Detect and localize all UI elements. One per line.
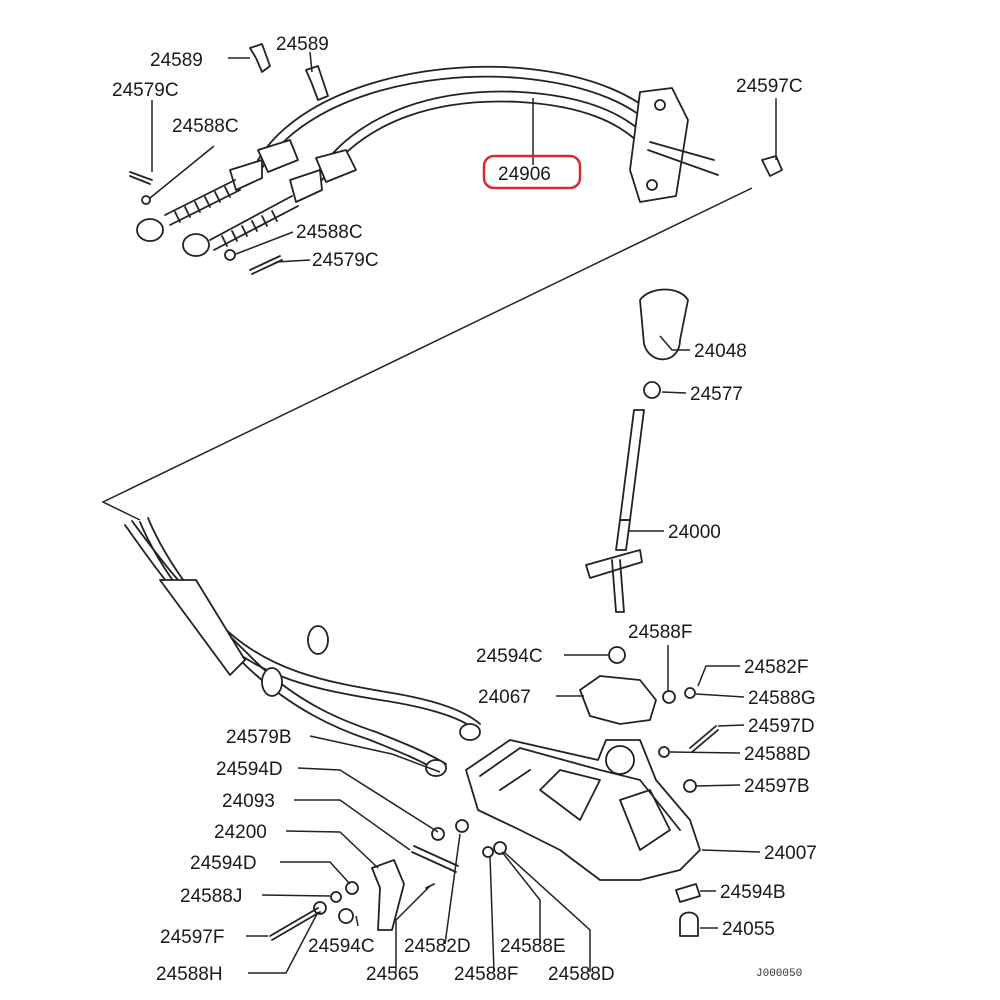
label-24594d-bot: 24594D (190, 853, 257, 874)
label-24055: 24055 (722, 919, 775, 940)
label-24597d: 24597D (748, 716, 815, 737)
bolt-24597d (689, 725, 719, 753)
label-24007: 24007 (764, 843, 817, 864)
washer-24588d-right (658, 746, 670, 758)
label-24579b: 24579B (226, 727, 292, 748)
part-labels: 24589 24589 24579C 24588C 24597C 24906 2… (112, 34, 817, 985)
washer-24588c-mid (224, 249, 236, 261)
lever-24200 (371, 859, 405, 931)
label-24597c-top: 24597C (736, 76, 803, 97)
label-24588f-top: 24588F (628, 622, 692, 643)
leader-lines (149, 51, 777, 974)
label-24582d: 24582D (404, 936, 471, 957)
shift-lever-24000 (585, 409, 645, 613)
shifter-housing-24007 (465, 739, 701, 881)
label-24588c-top: 24588C (172, 116, 239, 137)
cotter-pin-24579c-mid (249, 255, 283, 275)
label-24200: 24200 (214, 822, 267, 843)
shift-cable-assembly (136, 65, 719, 257)
washer-24588f-top (662, 690, 676, 704)
bushing-24594d-top (431, 827, 445, 841)
label-24579c-mid: 24579C (312, 250, 379, 271)
label-24093: 24093 (222, 791, 275, 812)
label-24579c-top: 24579C (112, 80, 179, 101)
drawing-code: J000050 (756, 968, 802, 980)
selector-24067 (579, 675, 657, 725)
label-24594c-bot: 24594C (308, 936, 375, 957)
washer-24588e (493, 841, 507, 855)
label-24588d-bot: 24588D (548, 964, 615, 985)
label-24588j: 24588J (180, 886, 242, 907)
bushing-24594b (675, 883, 701, 903)
label-24588c-mid: 24588C (296, 222, 363, 243)
washer-24588j (330, 891, 342, 903)
highlight-box-24906 (482, 154, 582, 190)
label-24597f: 24597F (160, 927, 224, 948)
bushing-24594c-mid (608, 646, 626, 664)
clip-24597c (761, 155, 783, 177)
label-24906: 24906 (498, 164, 551, 185)
label-24582f: 24582F (744, 657, 808, 678)
bolt-24597b (683, 779, 697, 793)
label-24000: 24000 (668, 522, 721, 543)
assembly-boundary-line (101, 187, 753, 521)
bolt-24597f (269, 907, 321, 941)
label-24594d-top: 24594D (216, 759, 283, 780)
lower-shift-cables (124, 517, 481, 777)
label-24594c-mid: 24594C (476, 646, 543, 667)
label-24565: 24565 (366, 964, 419, 985)
label-24588f-bot: 24588F (454, 964, 518, 985)
shift-knob-24048 (639, 288, 689, 361)
washer-24588f-bot (482, 846, 494, 858)
clip-24589-a (249, 43, 271, 73)
label-24067: 24067 (478, 687, 531, 708)
washer-24588h (313, 901, 327, 915)
label-24048: 24048 (694, 341, 747, 362)
label-24588e: 24588E (500, 936, 566, 957)
label-24589-a: 24589 (150, 50, 203, 71)
label-24588d-right: 24588D (744, 744, 811, 765)
cotter-pin-24579c-top (129, 171, 153, 185)
bushing-24594c-bot (338, 908, 354, 924)
bushing-24594d-bot (345, 881, 359, 895)
label-24577: 24577 (690, 384, 743, 405)
bolt-24093 (411, 845, 459, 873)
label-24597b: 24597B (744, 776, 810, 797)
washer-24588c-top (141, 195, 151, 205)
clip-24589-b (305, 65, 329, 101)
label-24589-b: 24589 (276, 34, 329, 55)
label-24588h: 24588H (156, 964, 223, 985)
label-24588g: 24588G (748, 688, 816, 709)
washer-24588g (684, 687, 696, 699)
label-24594b: 24594B (720, 882, 786, 903)
nut-24577 (643, 381, 661, 399)
clip-24055 (679, 911, 699, 937)
washer-24582d (455, 819, 469, 833)
